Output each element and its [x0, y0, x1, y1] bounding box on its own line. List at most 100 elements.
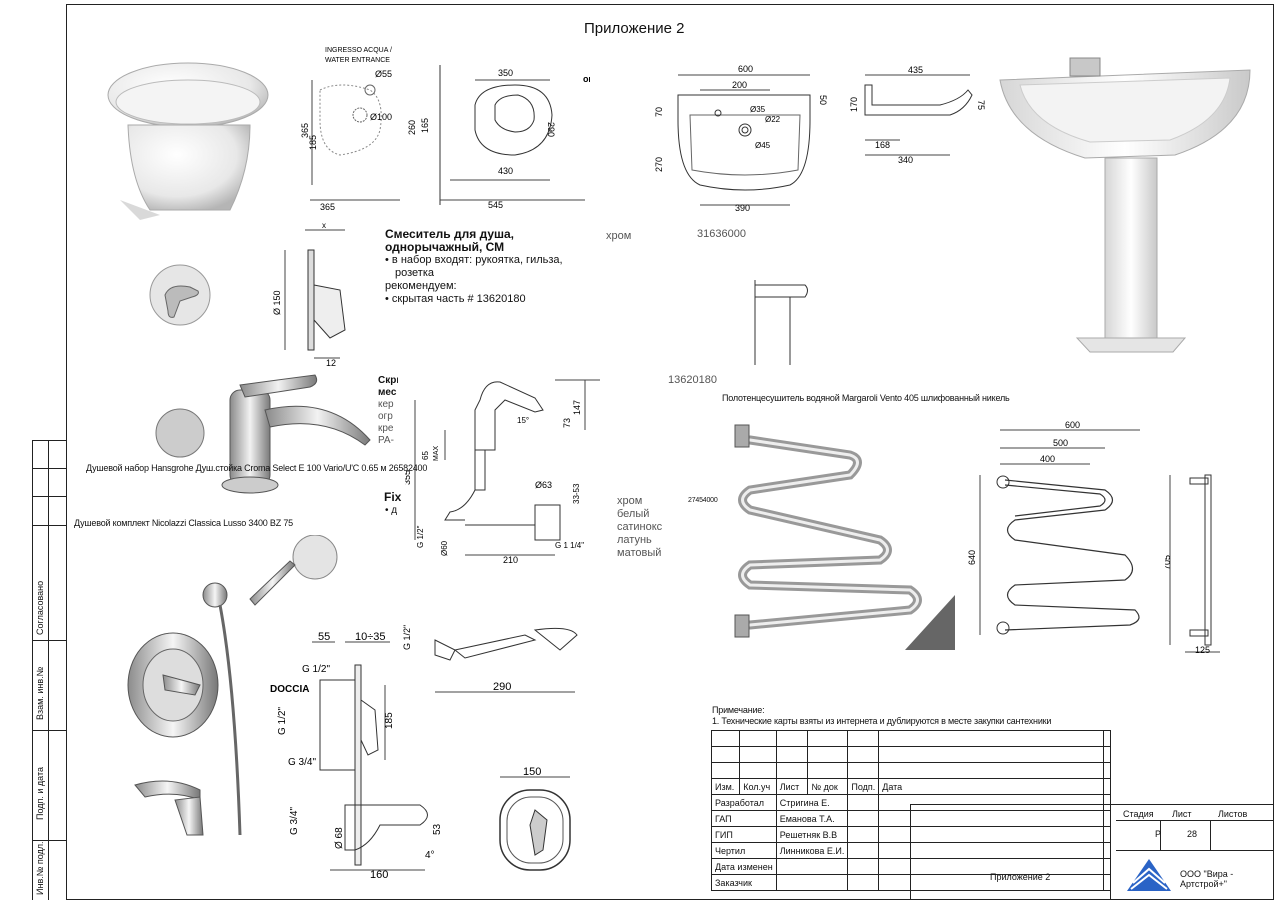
faucet-finish-1: хром — [617, 495, 643, 507]
tb-h-doc: № док — [807, 778, 849, 795]
tb-name-1: Стригина Е. — [775, 794, 849, 811]
svg-text:600: 600 — [738, 64, 753, 74]
svg-text:390: 390 — [735, 203, 750, 213]
towel-rail-caption: Полотенцесушитель водяной Margaroli Vent… — [722, 393, 1010, 403]
basin-photo — [999, 57, 1251, 353]
faucet-drawing: 147 73 15° 65 MAX 355 Ø63 33-53 G 1/2" Ø… — [405, 379, 600, 565]
svg-text:G 3/4": G 3/4" — [288, 757, 316, 768]
title-block-stage: Стадия Лист Листов — [1120, 806, 1261, 821]
svg-text:400: 400 — [1040, 454, 1055, 464]
shower-mixer-bullet-2: скрытая часть # 13620180 — [391, 293, 526, 305]
toilet-photo — [107, 62, 269, 220]
svg-text:210: 210 — [503, 555, 518, 565]
svg-text:365: 365 — [300, 123, 310, 138]
stamp-replaced: Взам. инв.№ — [35, 666, 45, 720]
svg-text:75: 75 — [976, 100, 986, 110]
svg-text:Ø100: Ø100 — [370, 112, 392, 122]
faucet-fix-label: Fix — [384, 490, 402, 504]
svg-text:430: 430 — [498, 166, 513, 176]
toilet-plan-drawing: 350 260 165 290 430 545 ом — [407, 65, 590, 210]
faucet-line-6: PA- — [378, 435, 394, 446]
svg-text:185: 185 — [308, 135, 318, 150]
tb-sheet-label: Лист — [1172, 808, 1192, 819]
faucet-photo — [155, 374, 371, 494]
svg-text:160: 160 — [370, 869, 388, 880]
svg-text:ом: ом — [583, 74, 590, 84]
shower-kit-drawing: 55 10÷35 G 1/2" DOCCIA G 1/2" G 3/4" 185… — [270, 631, 443, 880]
svg-text:600: 600 — [1065, 420, 1080, 430]
tb-sheet: 28 — [1187, 829, 1198, 839]
faucet-line-1: Скры — [378, 375, 398, 386]
shower-mixer-finish: хром — [606, 230, 632, 242]
towel-rail-side-drawing: 705 125 — [1165, 474, 1220, 655]
svg-text:125: 125 — [1195, 645, 1210, 655]
svg-text:33-53: 33-53 — [572, 483, 581, 504]
faucet-finish-4: латунь — [617, 534, 652, 546]
faucet-line-5: кре — [378, 423, 394, 434]
shower-mixer-title-1: Смеситель для душа, — [385, 227, 515, 241]
svg-text:G 1/2": G 1/2" — [302, 664, 330, 675]
tb-sheets-label: Листов — [1218, 808, 1248, 819]
svg-text:Ø 68: Ø 68 — [334, 827, 345, 849]
tb-role-1: Разработал — [711, 794, 777, 811]
svg-text:365: 365 — [320, 202, 335, 212]
svg-text:53: 53 — [432, 823, 443, 835]
basin-plan-drawing: 600 200 70 270 50 Ø35 Ø22 Ø45 390 — [654, 64, 828, 213]
svg-text:Ø 150: Ø 150 — [272, 290, 282, 315]
faucet-finish-5: матовый — [617, 547, 662, 559]
shower-mixer-code-2: 13620180 — [668, 374, 717, 386]
svg-text:15°: 15° — [517, 416, 529, 425]
faucet-partial-spec: Скры мес кер огр кре PA- — [378, 375, 398, 447]
svg-text:4°: 4° — [425, 850, 435, 861]
svg-text:350: 350 — [498, 68, 513, 78]
shower-mixer-side-drawing — [754, 280, 808, 365]
tb-role-2: ГАП — [711, 810, 777, 827]
sheet-border — [66, 4, 1274, 900]
faucet-line-2: мес — [378, 387, 397, 398]
tb-h-list: Лист — [775, 778, 809, 795]
svg-text:WATER ENTRANCE: WATER ENTRANCE — [325, 57, 390, 64]
svg-text:55: 55 — [318, 631, 330, 643]
shower-kit-photo — [127, 535, 338, 836]
svg-text:185: 185 — [384, 712, 395, 729]
svg-text:290: 290 — [546, 122, 556, 137]
faucet-fix-bullet: д — [391, 505, 398, 516]
towel-rail-drawing: 600 500 400 640 — [967, 420, 1140, 635]
title-block-right — [1110, 804, 1274, 900]
svg-text:640: 640 — [967, 550, 977, 565]
tb-role-5: Дата изменен — [711, 858, 777, 875]
shower-set-caption: Душевой набор Hansgrohe Душ.стойка Croma… — [86, 463, 428, 473]
svg-text:MAX: MAX — [433, 446, 440, 462]
svg-text:150: 150 — [523, 766, 541, 778]
svg-text:Ø45: Ø45 — [755, 141, 771, 150]
note-text: 1. Технические карты взяты из интернета … — [712, 716, 1052, 726]
svg-text:70: 70 — [654, 107, 664, 117]
svg-text:545: 545 — [488, 200, 503, 210]
faucet-finish-3: сатинокс — [617, 521, 663, 533]
svg-text:DOCCIA: DOCCIA — [270, 684, 309, 695]
svg-text:G 1/2": G 1/2" — [402, 625, 412, 650]
svg-text:170: 170 — [849, 97, 859, 112]
svg-text:168: 168 — [875, 140, 890, 150]
svg-text:500: 500 — [1053, 438, 1068, 448]
svg-text:260: 260 — [407, 120, 417, 135]
shower-mixer-bullet-1-cont: розетка — [395, 267, 434, 279]
page-title: Приложение 2 — [584, 20, 685, 37]
rosette-drawing: 150 — [499, 766, 571, 871]
tb-name-4: Линникова Е.И. — [775, 842, 849, 859]
towel-rail-photo — [734, 424, 955, 650]
hand-shower-drawing: G 1/2" 290 — [402, 625, 578, 693]
company-logo — [1127, 859, 1171, 891]
water-entrance-label: INGRESSO ACQUA / — [325, 47, 392, 54]
tb-stage-label: Стадия — [1123, 808, 1154, 819]
toilet-front-drawing: INGRESSO ACQUA / WATER ENTRANCE 365 185 … — [300, 47, 400, 212]
tb-h-izm: Изм. — [710, 778, 741, 795]
shower-mixer-title-2: однорычажный, СМ — [385, 240, 505, 254]
title-block-left: Изм. Кол.уч Лист № док Подп. Дата Разраб… — [710, 730, 1111, 891]
shower-mixer-drawing: x Ø 150 12 — [272, 221, 346, 368]
svg-text:G 3/4": G 3/4" — [289, 807, 300, 835]
svg-text:10÷35: 10÷35 — [355, 631, 386, 643]
svg-text:270: 270 — [654, 157, 664, 172]
tb-name-3: Решетняк В.В — [775, 826, 849, 843]
svg-text:50: 50 — [818, 95, 828, 105]
